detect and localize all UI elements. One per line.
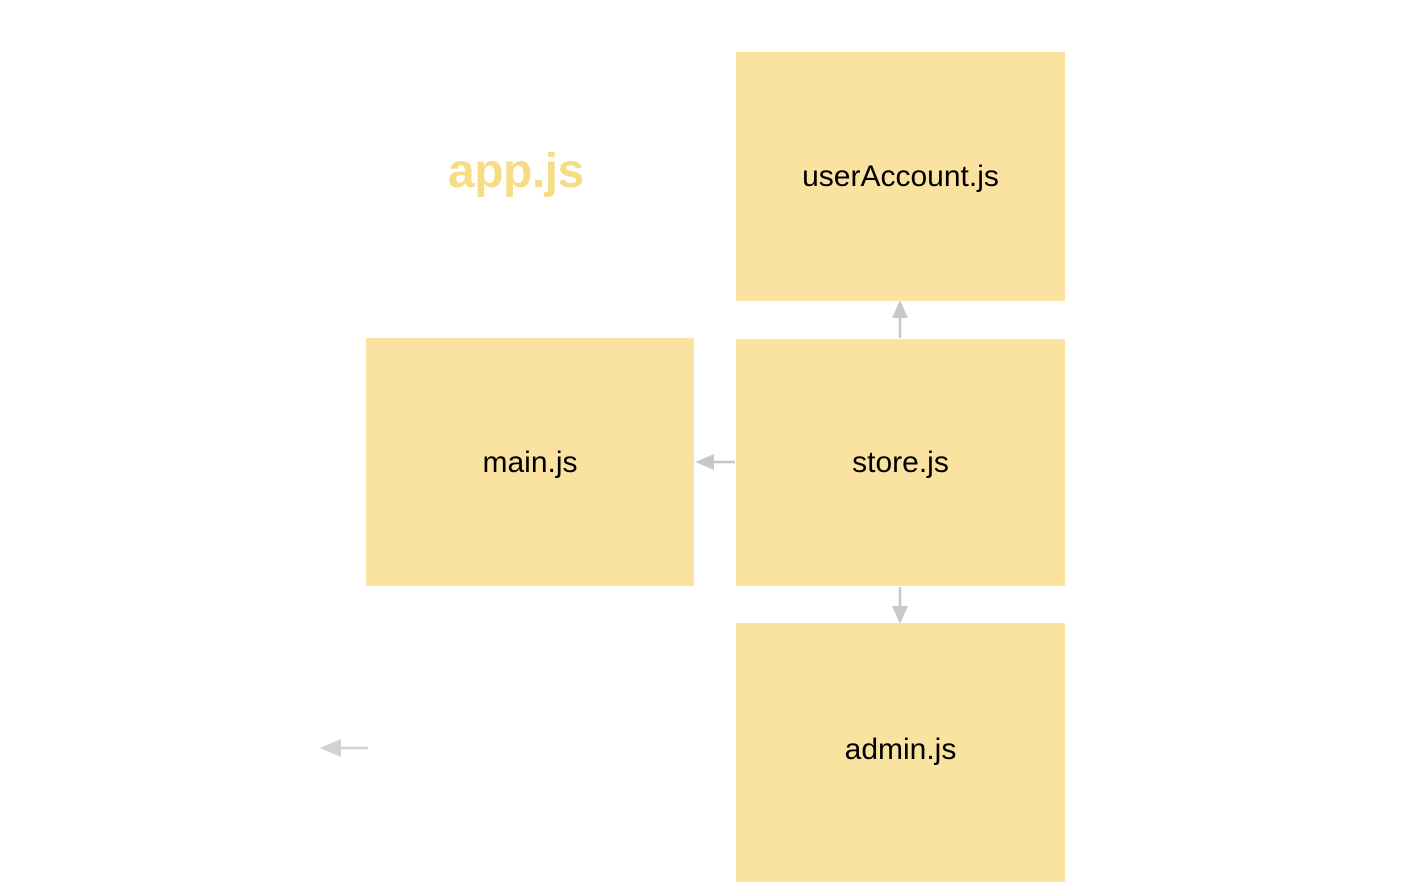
node-main-js[interactable]: main.js (366, 338, 694, 586)
node-store-js[interactable]: store.js (736, 339, 1065, 586)
node-label-main-js: main.js (482, 445, 578, 479)
node-admin-js[interactable]: admin.js (736, 623, 1065, 882)
diagram-title-app-js: app.js (448, 145, 584, 198)
edge-store-to-useraccount (892, 300, 908, 338)
node-useraccount-js[interactable]: userAccount.js (736, 52, 1065, 301)
node-label-useraccount-js: userAccount.js (802, 160, 999, 193)
edge-store-to-admin (892, 587, 908, 624)
node-label-store-js: store.js (852, 446, 949, 479)
edge-store-to-main (695, 454, 735, 470)
node-label-admin-js: admin.js (844, 733, 957, 766)
edge-orphan (320, 739, 368, 757)
